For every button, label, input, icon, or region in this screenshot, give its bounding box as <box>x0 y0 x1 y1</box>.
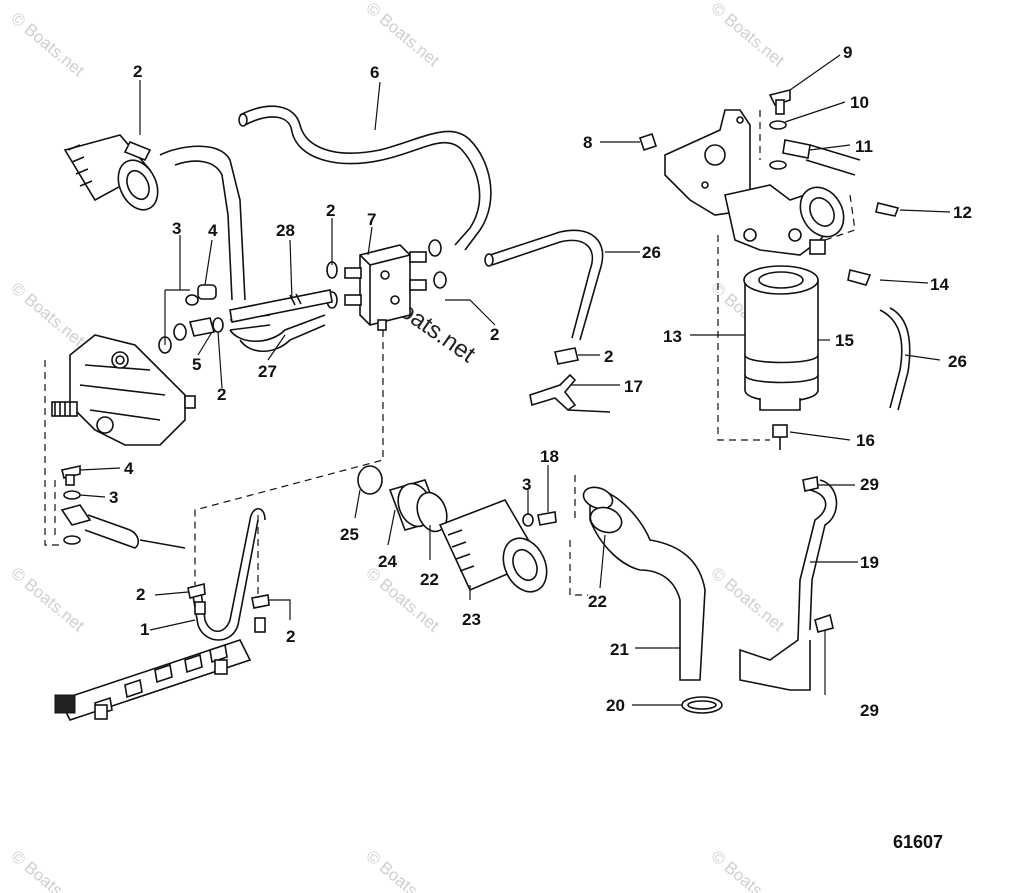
callout-26: 26 <box>948 352 967 371</box>
callout-2: 2 <box>217 385 226 404</box>
watermark: © Boats.net <box>7 9 88 81</box>
callout-29: 29 <box>860 475 879 494</box>
callout-19: 19 <box>860 553 879 572</box>
callout-2: 2 <box>136 585 145 604</box>
callout-27: 27 <box>258 362 277 381</box>
callout-12: 12 <box>953 203 972 222</box>
callout-24: 24 <box>378 552 397 571</box>
hose-26-middle <box>484 229 604 341</box>
left-upper-filter-canister <box>63 134 246 301</box>
callout-labels: 2 6 9 10 11 8 12 3 4 28 2 7 26 14 2 13 1… <box>109 43 972 720</box>
callout-22: 22 <box>588 592 607 611</box>
callout-8: 8 <box>583 133 592 152</box>
callout-29: 29 <box>860 701 879 720</box>
drawing-number: 61607 <box>893 832 943 852</box>
fuel-rail <box>54 639 252 721</box>
hose-6 <box>238 105 492 251</box>
fuel-filter-bracket <box>638 88 900 286</box>
watermark: © Boats.net <box>7 279 88 351</box>
fuel-distribution-block <box>229 239 447 352</box>
callout-22: 22 <box>420 570 439 589</box>
middle-filter-canister <box>357 465 557 593</box>
callout-1: 1 <box>140 620 149 639</box>
callout-20: 20 <box>606 696 625 715</box>
watermark: © Boats.net <box>707 847 788 893</box>
watermark-layer: © Boats.net © Boats.net © Boats.net © Bo… <box>7 0 788 893</box>
fuel-filter-cartridge <box>743 265 819 450</box>
lower-left-fittings <box>60 465 186 549</box>
watermark: © Boats.net <box>362 847 443 893</box>
callout-4: 4 <box>124 459 134 478</box>
callout-13: 13 <box>663 327 682 346</box>
callout-16: 16 <box>856 431 875 450</box>
watermark: © Boats.net <box>362 0 443 70</box>
callout-23: 23 <box>462 610 481 629</box>
callout-11: 11 <box>855 137 873 156</box>
callout-7: 7 <box>367 210 376 229</box>
watermark: © Boats.net <box>7 564 88 636</box>
hose-26-right <box>879 307 911 411</box>
watermark: © Boats.net <box>707 564 788 636</box>
elbow-hose-21 <box>582 486 723 714</box>
leader-lines <box>79 54 951 706</box>
callout-28: 28 <box>276 221 295 240</box>
callout-9: 9 <box>843 43 852 62</box>
callout-2: 2 <box>286 627 295 646</box>
watermark: © Boats.net <box>7 847 88 893</box>
callout-2: 2 <box>133 62 142 81</box>
callout-6: 6 <box>370 63 379 82</box>
callout-14: 14 <box>930 275 949 294</box>
callout-18: 18 <box>540 447 559 466</box>
callout-17: 17 <box>624 377 643 396</box>
callout-10: 10 <box>850 93 869 112</box>
callout-2: 2 <box>604 347 613 366</box>
watermark: © Boats.net <box>707 0 788 70</box>
callout-4: 4 <box>208 221 218 240</box>
callout-3: 3 <box>172 219 181 238</box>
callout-2: 2 <box>490 325 499 344</box>
callout-2: 2 <box>326 201 335 220</box>
callout-21: 21 <box>610 640 629 659</box>
callout-3: 3 <box>522 475 531 494</box>
pump-fittings <box>158 284 271 354</box>
assembly-dashed-lines <box>44 110 856 610</box>
callout-26: 26 <box>642 243 661 262</box>
high-pressure-fuel-pump <box>51 334 196 446</box>
callout-15: 15 <box>835 331 854 350</box>
hose-19 <box>739 476 838 691</box>
callout-3: 3 <box>109 488 118 507</box>
fuel-return-line-1 <box>187 507 270 641</box>
callout-25: 25 <box>340 525 359 544</box>
callout-5: 5 <box>192 355 201 374</box>
tee-fitting-17 <box>529 347 611 413</box>
